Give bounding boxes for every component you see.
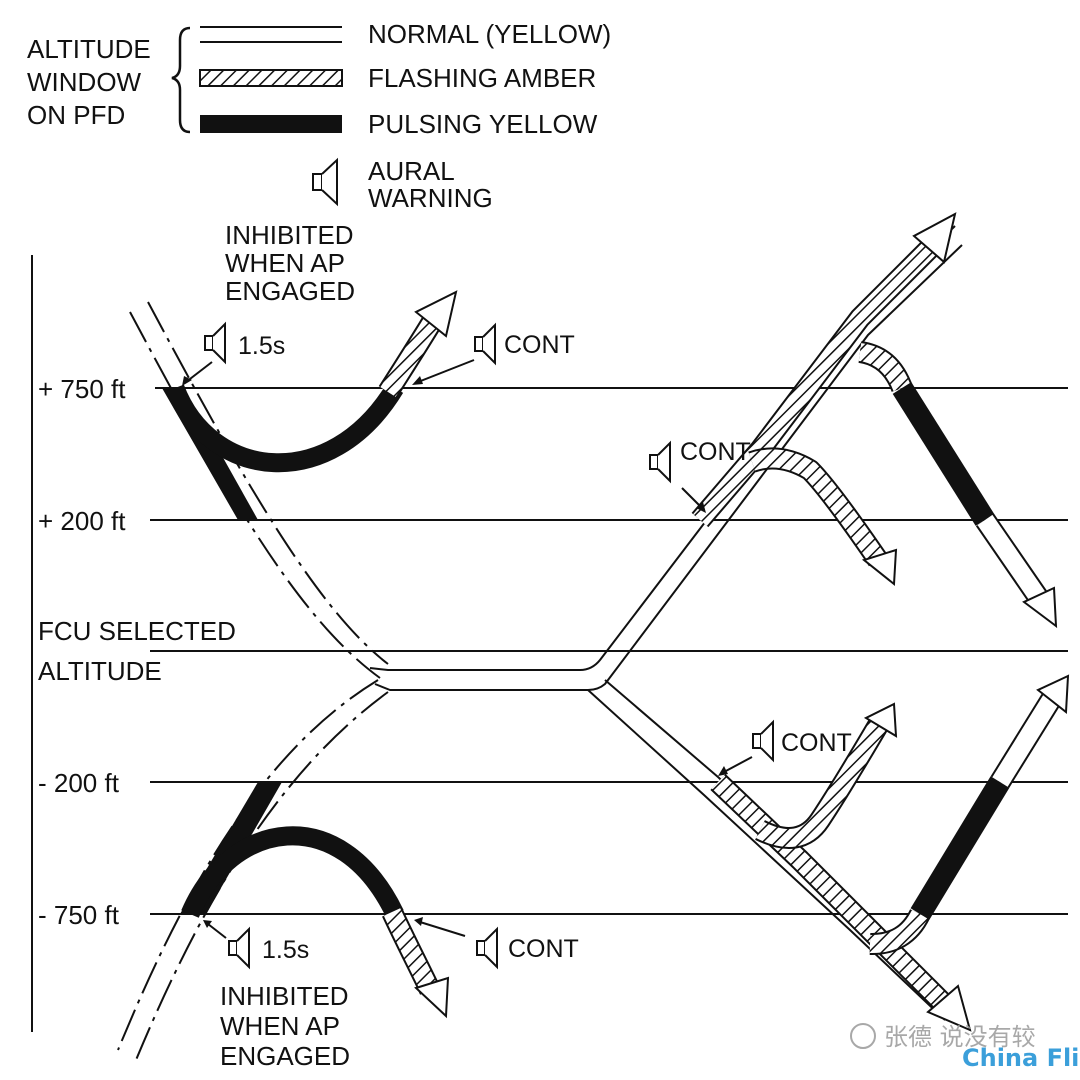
speaker-icon-right-upper <box>649 442 671 482</box>
pointer-arrowhead <box>414 917 423 926</box>
speaker-icon-upper-mid <box>474 324 496 364</box>
legend-swatch-flashing <box>199 69 343 87</box>
upper-left-excursion <box>162 290 458 520</box>
lower-outer-branch <box>869 674 1070 955</box>
speaker-icon-lower-mid <box>476 928 498 968</box>
watermark: 张德 说没有较 China Flier <box>850 1023 1080 1072</box>
pointer-arrowhead <box>203 920 212 928</box>
legend-swatch-normal <box>200 26 342 43</box>
inhibited-top-line-3: ENGAGED <box>225 276 355 306</box>
watermark-brand: China Flier <box>962 1044 1080 1072</box>
upper-outer-branch <box>857 341 1058 629</box>
pointer-arrow <box>207 923 227 939</box>
level-label-plus-750: + 750 ft <box>38 374 126 404</box>
legend-pulsing-label: PULSING YELLOW <box>368 109 598 139</box>
lower-inner-branch <box>755 702 898 849</box>
legend-group-label-2: WINDOW <box>27 67 142 97</box>
watermark-author: 张德 说没有较 <box>884 1023 1036 1051</box>
inhibited-bottom-line-3: ENGAGED <box>220 1041 350 1071</box>
pointer-arrow <box>723 756 753 773</box>
cont-label-right-upper: CONT <box>680 438 751 466</box>
chat-bubble-icon <box>850 1023 876 1049</box>
inhibited-top-line-1: INHIBITED <box>225 220 354 250</box>
cont-label-right-lower: CONT <box>781 729 852 757</box>
speaker-icon-upper-left <box>204 323 226 363</box>
level-label-minus-200: - 200 ft <box>38 768 120 798</box>
legend-brace <box>171 26 191 134</box>
inhibited-top-line-2: WHEN AP <box>225 248 345 278</box>
legend-group-label-1: ALTITUDE <box>27 34 151 64</box>
level-label-plus-200: + 200 ft <box>38 506 126 536</box>
inhibited-bottom-line-1: INHIBITED <box>220 981 349 1011</box>
upper-inner-branch <box>748 447 898 586</box>
duration-label-upper: 1.5s <box>238 332 285 360</box>
pointer-arrow <box>681 487 703 509</box>
legend: ALTITUDE WINDOW ON PFD NORMAL (YELLOW) F… <box>27 19 611 213</box>
speaker-icon-lower-left <box>228 928 250 968</box>
legend-normal-label: NORMAL (YELLOW) <box>368 19 611 49</box>
legend-flashing-label: FLASHING AMBER <box>368 63 596 93</box>
approach-track-lower <box>117 679 389 1061</box>
legend-group-label-3: ON PFD <box>27 100 125 130</box>
reference-lines <box>31 255 1068 1032</box>
legend-aural-label-1: AURAL <box>368 156 455 186</box>
level-label-fcu-1: FCU SELECTED <box>38 616 236 646</box>
pointer-arrowhead <box>182 376 192 386</box>
legend-swatch-pulsing <box>200 115 342 133</box>
level-label-fcu-2: ALTITUDE <box>38 656 162 686</box>
lower-descent-band <box>710 774 972 1032</box>
pointer-arrowhead <box>696 502 706 513</box>
lower-left-excursion <box>180 782 450 1019</box>
pointer-arrow <box>417 359 475 383</box>
upper-climb-band <box>691 212 957 528</box>
duration-label-lower: 1.5s <box>262 936 309 964</box>
approach-track-upper <box>129 301 389 679</box>
level-label-minus-750: - 750 ft <box>38 900 120 930</box>
legend-aural-label-2: WARNING <box>368 183 493 213</box>
speaker-icon <box>312 159 338 205</box>
inhibited-bottom-line-2: WHEN AP <box>220 1011 340 1041</box>
pointer-arrow <box>185 361 213 383</box>
speaker-icon-right-lower <box>752 721 774 761</box>
pointer-arrow <box>419 921 466 937</box>
pointer-arrowhead <box>412 376 423 385</box>
cont-label-upper-mid: CONT <box>504 331 575 359</box>
cont-label-lower-mid: CONT <box>508 935 579 963</box>
pointer-arrowhead <box>718 766 728 776</box>
